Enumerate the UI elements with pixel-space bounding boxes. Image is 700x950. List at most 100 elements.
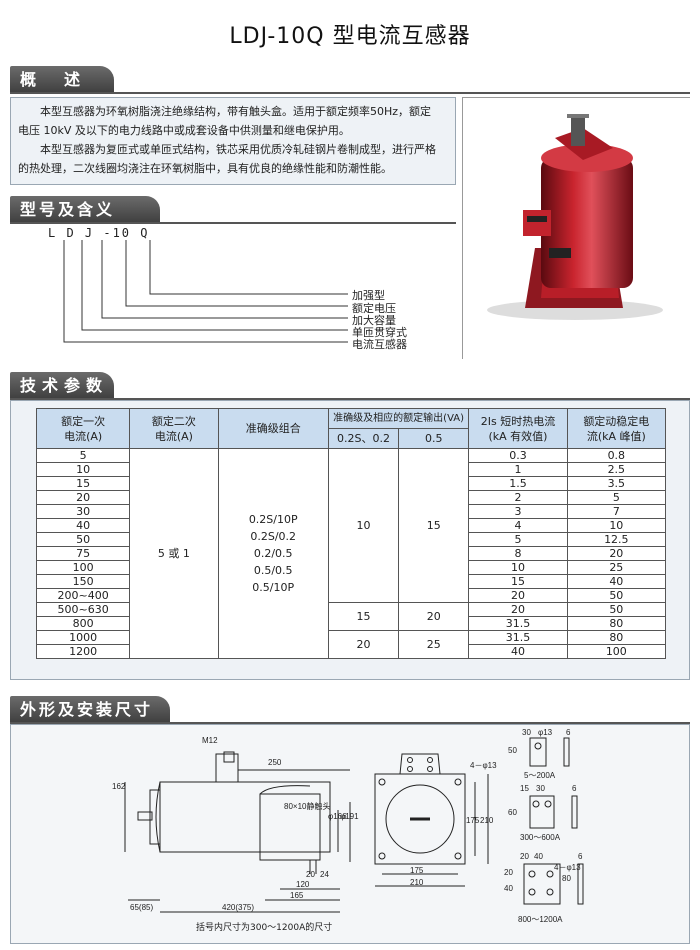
cell-dynamic: 5 bbox=[566, 490, 667, 505]
terminal1-b: φ13 bbox=[538, 728, 553, 737]
cell-primary: 10 bbox=[35, 462, 131, 477]
section-divider bbox=[10, 398, 690, 400]
params-table: 额定一次 电流(A) 额定二次 电流(A) 准确级组合 准确级及相应的额定输出(… bbox=[35, 408, 667, 659]
cell-primary: 40 bbox=[35, 518, 131, 533]
section-divider bbox=[10, 222, 456, 224]
header-accuracy: 准确级组合 bbox=[217, 408, 329, 449]
section-divider bbox=[10, 722, 690, 724]
transformer-image bbox=[463, 98, 691, 360]
cell-primary: 20 bbox=[35, 490, 131, 505]
dim-m12: M12 bbox=[202, 736, 218, 745]
dim-65: 65(85) bbox=[130, 903, 154, 912]
cell-thermal: 0.3 bbox=[468, 448, 568, 463]
cell-dynamic: 20 bbox=[566, 546, 667, 561]
cell-thermal: 3 bbox=[468, 504, 568, 519]
cell-dynamic: 10 bbox=[566, 518, 667, 533]
header-thermal: 2Is 短时热电流 (kA 有效值) bbox=[468, 408, 568, 449]
cell-dynamic: 7 bbox=[566, 504, 667, 519]
cell-dynamic: 100 bbox=[566, 644, 667, 659]
section-divider bbox=[10, 92, 690, 94]
cell-output-a: 15 bbox=[327, 602, 400, 631]
cell-primary: 1200 bbox=[35, 644, 131, 659]
product-photo bbox=[462, 97, 691, 360]
header-secondary: 额定二次 电流(A) bbox=[129, 408, 219, 449]
cell-output-a: 20 bbox=[327, 630, 400, 659]
accuracy-item: 0.5/0.5 bbox=[253, 564, 293, 577]
accuracy-item: 0.2/0.5 bbox=[253, 547, 293, 560]
cell-dynamic: 0.8 bbox=[566, 448, 667, 463]
cell-thermal: 31.5 bbox=[468, 630, 568, 645]
cell-primary: 30 bbox=[35, 504, 131, 519]
cell-thermal: 20 bbox=[468, 588, 568, 603]
terminal3-caption: 800～1200A bbox=[518, 915, 563, 924]
cell-dynamic: 3.5 bbox=[566, 476, 667, 491]
cell-dynamic: 80 bbox=[566, 630, 667, 645]
cell-primary: 500~630 bbox=[35, 602, 131, 617]
dim-210-h: 210 bbox=[410, 878, 424, 887]
model-label: 加强型 bbox=[352, 289, 385, 302]
drawing-note: 括号内尺寸为300～1200A的尺寸 bbox=[196, 923, 333, 933]
terminal1-a: 30 bbox=[522, 728, 531, 737]
cell-primary: 150 bbox=[35, 574, 131, 589]
model-label: 加大容量 bbox=[352, 314, 396, 327]
dimension-drawing bbox=[124, 737, 584, 913]
section-header-params: 技术参数 bbox=[10, 372, 114, 400]
cell-dynamic: 50 bbox=[566, 602, 667, 617]
overview-paragraph: 本型互感器为环氧树脂浇注绝缘结构，带有触头盒。适用于额定频率50Hz，额定电压 … bbox=[18, 105, 432, 137]
terminal3-h2: 40 bbox=[504, 884, 513, 893]
cell-primary: 15 bbox=[35, 476, 131, 491]
header-dynamic: 额定动稳定电 流(kA 峰值) bbox=[566, 408, 667, 449]
terminal3-c: 6 bbox=[578, 852, 583, 861]
overview-text: 本型互感器为环氧树脂浇注绝缘结构，带有触头盒。适用于额定频率50Hz，额定电压 … bbox=[10, 98, 450, 188]
terminal1-c: 6 bbox=[566, 728, 571, 737]
cell-output-a: 10 bbox=[327, 448, 400, 603]
header-primary: 额定一次 电流(A) bbox=[35, 408, 131, 449]
cell-primary: 50 bbox=[35, 532, 131, 547]
dim-420: 420(375) bbox=[222, 903, 255, 912]
model-label: 电流互感器 bbox=[352, 338, 407, 351]
model-label: 单匝贯穿式 bbox=[352, 326, 407, 339]
page-title: LDJ-10Q 型电流互感器 bbox=[229, 24, 471, 49]
accuracy-item: 0.5/10P bbox=[252, 581, 295, 594]
overview-panel bbox=[10, 97, 456, 185]
model-label: 额定电压 bbox=[352, 302, 396, 315]
cell-thermal: 1.5 bbox=[468, 476, 568, 491]
dim-phi191: φ191 bbox=[340, 812, 359, 821]
cell-thermal: 1 bbox=[468, 462, 568, 477]
cell-primary: 75 bbox=[35, 546, 131, 561]
terminal2-caption: 300～600A bbox=[520, 833, 561, 842]
terminal2-a: 15 bbox=[520, 784, 529, 793]
cell-thermal: 4 bbox=[468, 518, 568, 533]
dim-175-h: 175 bbox=[410, 866, 424, 875]
cell-thermal: 20 bbox=[468, 602, 568, 617]
header-output-b: 0.5 bbox=[398, 428, 470, 449]
dim-250: 250 bbox=[268, 758, 282, 767]
cell-primary: 100 bbox=[35, 560, 131, 575]
dim-hole: 4－φ13 bbox=[470, 761, 497, 770]
cell-primary: 200~400 bbox=[35, 588, 131, 603]
header-output: 准确级及相应的额定输出(VA) bbox=[327, 408, 470, 429]
model-code: L D J -10 Q bbox=[48, 226, 150, 240]
terminal2-c: 6 bbox=[572, 784, 577, 793]
section-header-dims: 外形及安装尺寸 bbox=[10, 696, 170, 724]
cell-output-b: 20 bbox=[398, 602, 470, 631]
accuracy-item: 0.2S/0.2 bbox=[250, 530, 297, 543]
model-diagram-lines bbox=[63, 240, 348, 343]
cell-dynamic: 12.5 bbox=[566, 532, 667, 547]
cell-dynamic: 40 bbox=[566, 574, 667, 589]
accuracy-item: 0.2S/10P bbox=[248, 513, 298, 526]
cell-primary: 5 bbox=[35, 448, 131, 463]
dim-contact: 80×10静触头 bbox=[284, 802, 331, 811]
cell-dynamic: 80 bbox=[566, 616, 667, 631]
cell-thermal: 31.5 bbox=[468, 616, 568, 631]
dim-162: 162 bbox=[112, 782, 126, 791]
cell-secondary: 5 或 1 bbox=[129, 448, 219, 659]
cell-accuracy: 0.2S/10P 0.2S/0.2 0.2/0.5 0.5/0.5 0.5/10… bbox=[217, 448, 329, 659]
dim-phi166: φ166 bbox=[328, 812, 347, 821]
cell-output-b: 25 bbox=[398, 630, 470, 659]
dim-165: 165 bbox=[290, 891, 304, 900]
terminal3-h3: 80 bbox=[562, 874, 571, 883]
dim-120: 120 bbox=[296, 880, 310, 889]
terminal1-caption: 5～200A bbox=[524, 771, 556, 780]
section-header-model: 型号及含义 bbox=[10, 196, 160, 224]
